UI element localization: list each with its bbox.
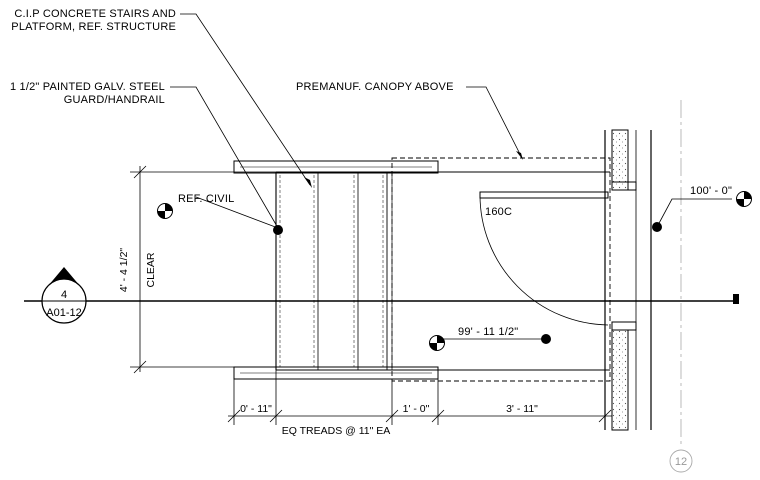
note-canopy: PREMANUF. CANOPY ABOVE [296,81,454,93]
section-cut-line [24,294,739,304]
dimension-treads-note: EQ TREADS @ 11" EA [282,425,391,437]
elevation-target-100 [736,191,752,207]
section-number: 4 [61,289,67,301]
dimension-tread-left: 0' - 11" [240,403,272,415]
dimension-right: 3' - 11" [506,403,538,415]
dimension-string-bottom [227,370,612,425]
section-marker: 4 A01-12 [41,267,87,324]
dimension-clear-width [130,165,276,374]
dimension-mid: 1' - 0" [403,403,430,415]
note-ref-civil: REF. CIVIL [178,193,234,205]
note-cip-line1: C.I.P CONCRETE STAIRS AND [14,8,176,20]
note-cip-line2: PLATFORM, REF. STRUCTURE [11,21,176,33]
building-wall [604,129,652,431]
dimension-clear-label: CLEAR [145,252,157,287]
note-guard-line1: 1 1/2" PAINTED GALV. STEEL [10,81,165,93]
handrail-bottom [233,366,439,380]
door-160c [479,191,609,326]
section-sheet: A01-12 [46,307,81,319]
leader-lines [170,13,732,340]
grid-line-12: 12 [669,100,693,473]
leader-dots [273,151,662,344]
dimension-clear-value: 4' - 4 1/2" [118,248,130,293]
elevation-target-99 [429,335,445,351]
canopy-outline [391,157,611,382]
elevation-low-label: 99' - 11 1/2" [458,326,518,338]
elevation-target-ref-civil [157,203,173,219]
handrail-top [233,160,439,174]
note-guard-line2: GUARD/HANDRAIL [64,94,165,106]
door-tag: 160C [485,206,512,218]
grid-bubble-label: 12 [675,456,687,468]
grid-bubble [669,449,693,473]
elevation-top-label: 100' - 0" [690,185,732,197]
stair-treads [275,171,610,371]
